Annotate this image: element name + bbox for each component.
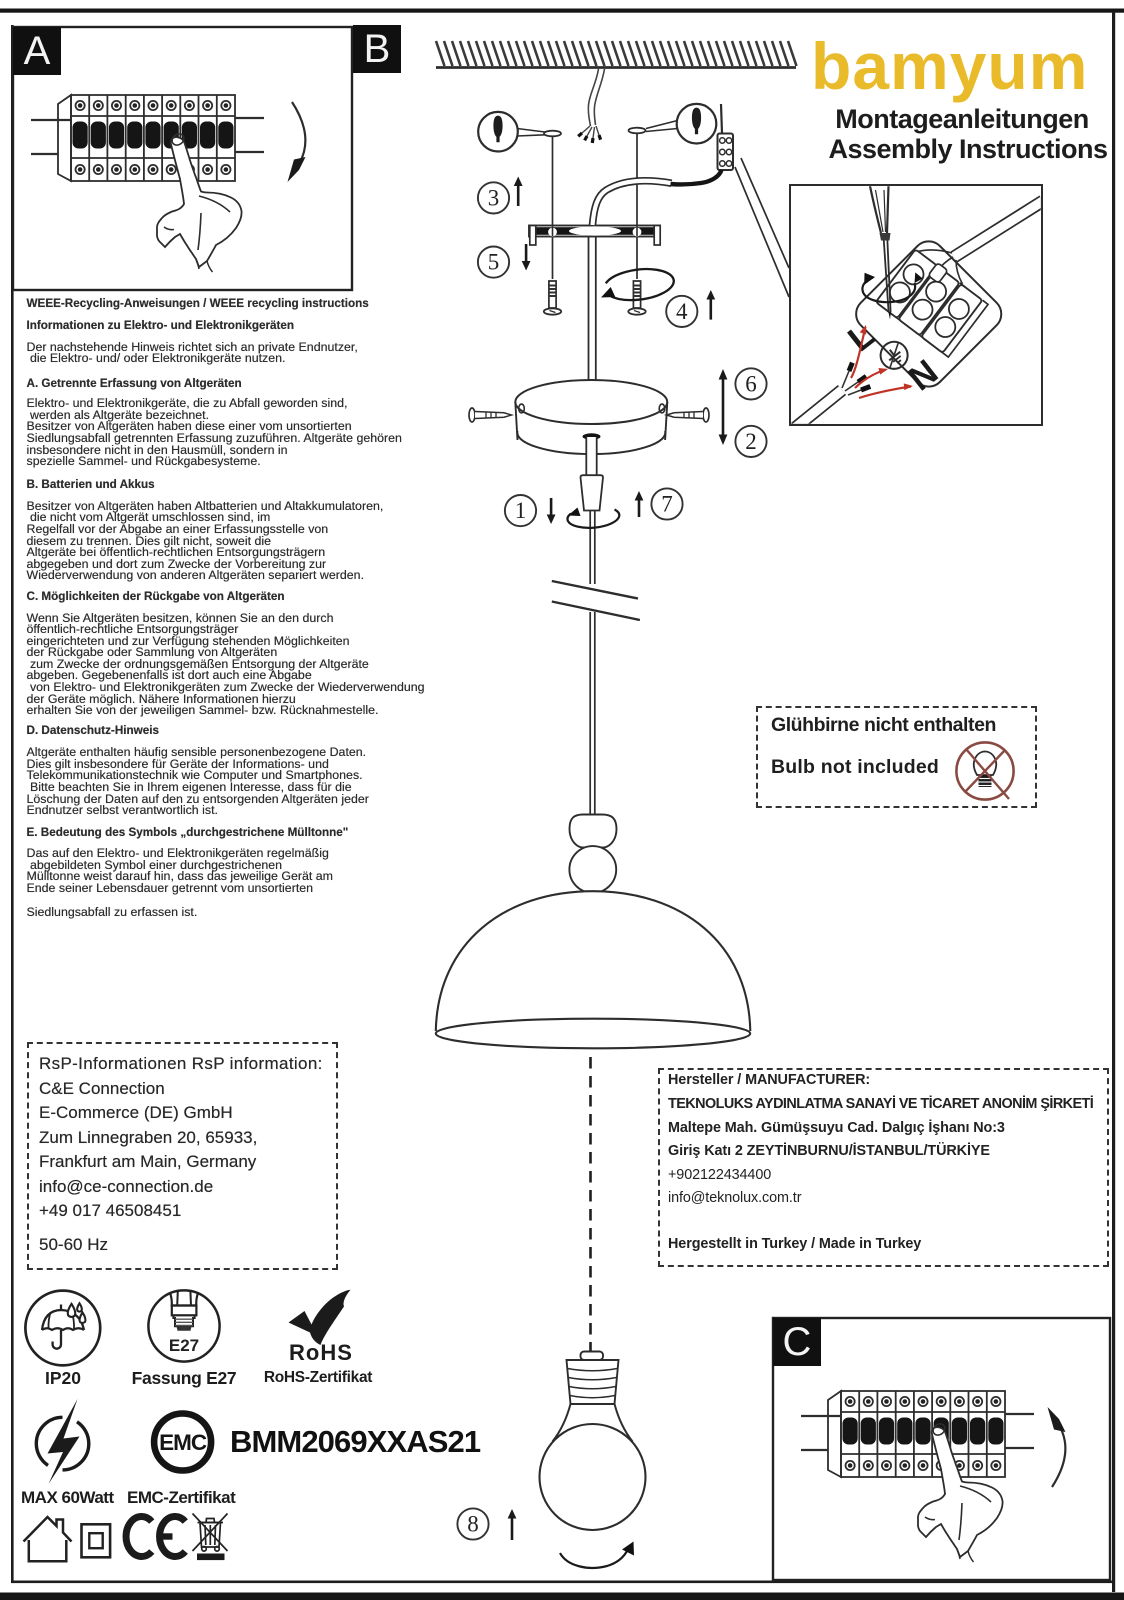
svg-text:4: 4 [676,299,688,324]
svg-text:1: 1 [515,498,527,523]
svg-text:A: A [24,29,51,73]
svg-text:EMC: EMC [159,1430,207,1455]
svg-text:3: 3 [488,185,500,210]
svg-text:7: 7 [661,492,673,517]
svg-text:8: 8 [467,1512,479,1537]
svg-text:6: 6 [745,371,757,396]
svg-text:C: C [783,1320,812,1364]
svg-text:E27: E27 [169,1336,199,1355]
svg-text:5: 5 [488,250,500,275]
svg-text:2: 2 [745,429,757,454]
svg-text:B: B [364,27,391,71]
